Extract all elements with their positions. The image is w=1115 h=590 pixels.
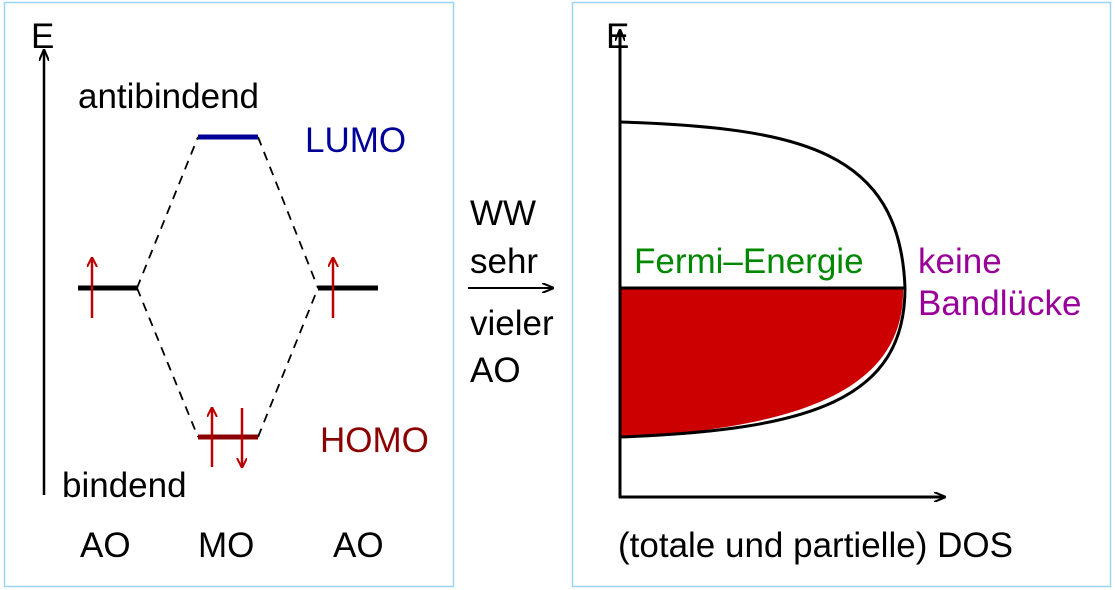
dos-panel: E Fermi–Energie keine Bandlücke (totale … — [571, 1, 1112, 588]
transition-line-1: WW — [470, 194, 536, 233]
filled-states — [620, 288, 904, 437]
column-label-mo: MO — [198, 526, 254, 565]
bonding-label: bindend — [62, 466, 187, 505]
transition-line-2: sehr — [470, 242, 538, 281]
transition-line-4: AO — [470, 351, 521, 390]
antibonding-label: antibindend — [78, 77, 259, 116]
dos-axis-label: (totale und partielle) DOS — [618, 526, 1013, 565]
transition-line-3: vieler — [470, 304, 554, 343]
column-label-ao-left: AO — [80, 526, 131, 565]
homo-label: HOMO — [320, 421, 429, 460]
no-band-gap-label-2: Bandlücke — [918, 284, 1081, 323]
fermi-energy-label: Fermi–Energie — [634, 242, 864, 281]
no-band-gap-label-1: keine — [918, 242, 1002, 281]
transition: WW sehr vieler AO — [468, 194, 554, 390]
correlation-lines — [136, 136, 319, 438]
energy-axis-label: E — [31, 17, 54, 56]
lumo-label: LUMO — [305, 121, 406, 160]
mo-panel-frame — [3, 1, 455, 588]
column-label-ao-right: AO — [333, 526, 384, 565]
dos-panel-frame — [571, 1, 1112, 588]
energy-axis-label: E — [606, 17, 629, 56]
mo-panel: E antibindend bindend LUMO HOMO AO MO AO — [3, 1, 455, 588]
